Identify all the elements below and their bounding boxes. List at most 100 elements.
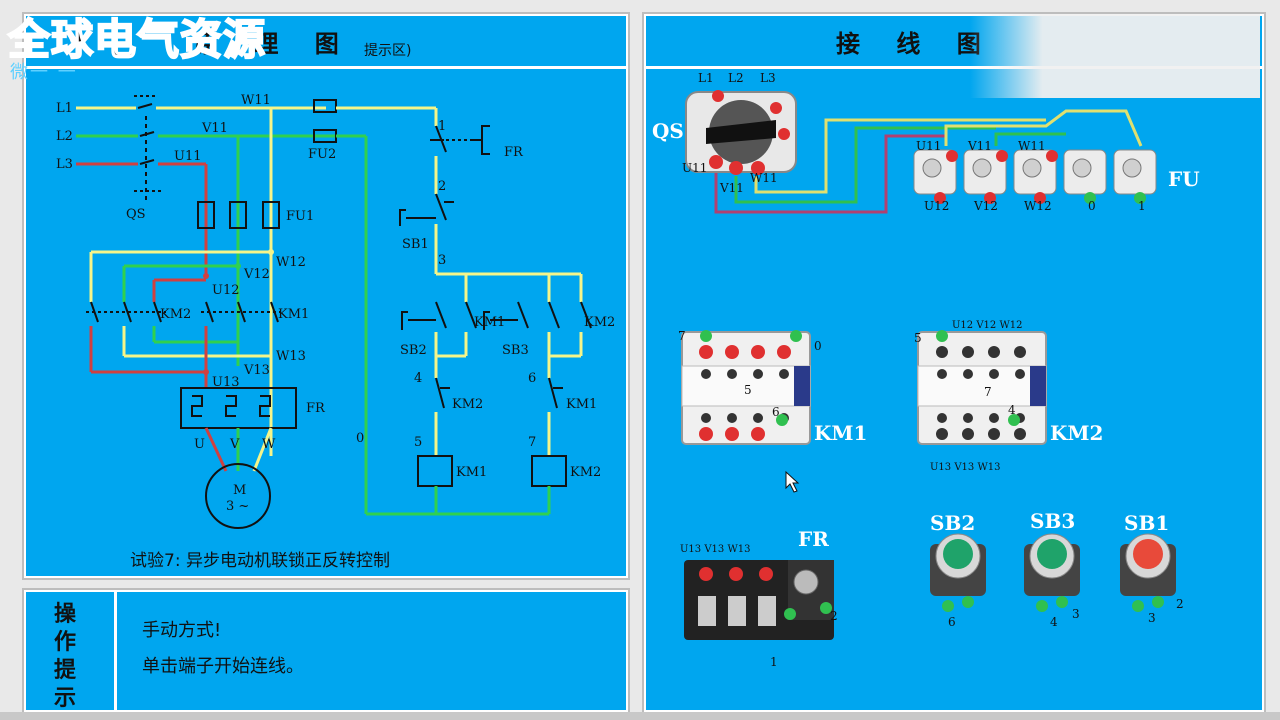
- label-L2: L2: [56, 129, 73, 144]
- label-n2: 2: [438, 179, 446, 194]
- w-label-m5: 5: [914, 331, 922, 345]
- label-FR-ctrl: FR: [504, 145, 524, 160]
- label-QS: QS: [126, 207, 146, 222]
- label-SB2: SB2: [400, 343, 427, 358]
- label-n3: 3: [438, 253, 446, 268]
- w-label-s2: 2: [1176, 597, 1184, 611]
- w-label-W11-qs: W11: [750, 171, 778, 185]
- sb3-button[interactable]: [1024, 533, 1080, 612]
- sb2-button[interactable]: [930, 533, 986, 612]
- label-SB3: SB3: [502, 343, 529, 358]
- w-label-KM1: KM1: [814, 421, 867, 445]
- w-label-f1: 1: [1138, 199, 1146, 213]
- w-label-k6: 6: [772, 405, 780, 419]
- label-V12: V12: [243, 267, 270, 282]
- qs-switch[interactable]: [685, 90, 797, 175]
- operation-instruction-text: 单击端子开始连线。: [142, 656, 304, 677]
- w-label-L3: L3: [760, 71, 776, 85]
- w-label-m4: 4: [1008, 403, 1016, 417]
- w-label-k7: 7: [678, 329, 686, 343]
- km2-contactor[interactable]: [917, 330, 1047, 445]
- label-W13: W13: [276, 349, 306, 364]
- operation-panel: 操 作 提 示 手动方式! 单击端子开始连线。: [24, 590, 628, 712]
- label-U: U: [194, 437, 205, 452]
- label-W: W: [262, 437, 276, 452]
- op-char-2: 作: [54, 630, 77, 655]
- w-label-U11: U11: [682, 161, 707, 175]
- w-label-QS: QS: [652, 119, 684, 143]
- label-KM1-lock: KM1: [566, 397, 597, 412]
- watermark-sub: 微一 一: [10, 62, 78, 83]
- watermark-logo: 全球电气资源: [7, 14, 267, 65]
- w-label-s4: 4: [1050, 615, 1058, 629]
- schematic-title: 原 理 图: [194, 30, 353, 58]
- km1-contactor[interactable]: [681, 330, 811, 445]
- label-L3: L3: [56, 157, 73, 172]
- wiring-diagram: L1 L2 L3 U11 V11 W11 U11 V11 W11 U12 V12…: [652, 71, 1200, 669]
- label-n5: 5: [414, 435, 422, 450]
- label-U12: U12: [212, 283, 240, 298]
- label-n4: 4: [414, 371, 422, 386]
- w-label-SB2: SB2: [930, 511, 975, 535]
- label-V11: V11: [201, 121, 228, 136]
- label-n1: 1: [438, 119, 446, 134]
- w-label-L2: L2: [728, 71, 744, 85]
- w-label-L1: L1: [698, 71, 714, 85]
- w-label-k0: 0: [814, 339, 822, 353]
- bottom-bar: [0, 712, 1280, 720]
- w-label-KM2: KM2: [1050, 421, 1103, 445]
- w-label-W11-fu: W11: [1018, 139, 1046, 153]
- op-char-1: 操: [54, 602, 77, 627]
- op-char-3: 提: [54, 658, 77, 683]
- w-label-f0: 0: [1088, 199, 1096, 213]
- label-M3: 3 ~: [226, 499, 249, 514]
- label-V13: V13: [243, 363, 270, 378]
- label-FR: FR: [306, 401, 326, 416]
- w-label-s3b: 3: [1148, 611, 1156, 625]
- label-n6: 6: [528, 371, 536, 386]
- label-W11: W11: [241, 93, 271, 108]
- qs-terminal-w11[interactable]: [751, 161, 765, 175]
- qs-terminal-u11[interactable]: [709, 155, 723, 169]
- label-SB1: SB1: [402, 237, 429, 252]
- label-n7: 7: [528, 435, 536, 450]
- wiring-panel: 接 线 图: [644, 14, 1264, 712]
- w-label-k5: 5: [744, 383, 752, 397]
- label-FU2: FU2: [308, 147, 336, 162]
- label-KM1-main: KM1: [278, 307, 309, 322]
- w-label-fr1: 1: [770, 655, 778, 669]
- op-char-4: 示: [54, 686, 77, 711]
- w-label-V12: V12: [973, 199, 998, 213]
- w-label-SB1: SB1: [1124, 511, 1169, 535]
- w-label-fr-top: U13 V13 W13: [680, 544, 750, 555]
- schematic-hint: 提示区): [364, 43, 412, 59]
- w-label-km2-bot: U13 V13 W13: [930, 462, 1000, 473]
- label-L1: L1: [56, 101, 73, 116]
- schematic-diagram: L1 L2 L3 W11 V11 U11 FU2 QS FU1 W12 V12 …: [56, 93, 615, 571]
- header-overlay: [970, 14, 1260, 98]
- w-label-V11-fu: V11: [967, 139, 992, 153]
- w-label-U12: U12: [924, 199, 949, 213]
- mouse-cursor-icon: [785, 470, 800, 493]
- qs-terminal-v11[interactable]: [729, 161, 743, 175]
- fu-fuses: [913, 149, 1157, 204]
- operation-label: 操 作 提 示: [26, 592, 117, 711]
- label-U13: U13: [212, 375, 240, 390]
- label-V: V: [229, 437, 240, 452]
- schematic-header: 原 理 图 提示区): [26, 16, 626, 69]
- label-KM2-coil: KM2: [570, 465, 601, 480]
- sb1-button[interactable]: [1120, 533, 1176, 612]
- label-KM2-main: KM2: [160, 307, 191, 322]
- wiring-header: 接 线 图: [646, 16, 1262, 69]
- label-U11: U11: [174, 149, 202, 164]
- label-FU1: FU1: [286, 209, 314, 224]
- label-M: M: [233, 483, 246, 498]
- schematic-panel: 原 理 图 提示区): [24, 14, 628, 578]
- wiring-title: 接 线 图: [836, 30, 995, 58]
- w-label-SB3: SB3: [1030, 509, 1075, 533]
- w-label-m7: 7: [984, 385, 992, 399]
- w-label-V11: V11: [719, 181, 744, 195]
- fr-relay[interactable]: [684, 560, 834, 640]
- label-KM1-coil: KM1: [456, 465, 487, 480]
- operation-mode-text: 手动方式!: [142, 620, 222, 641]
